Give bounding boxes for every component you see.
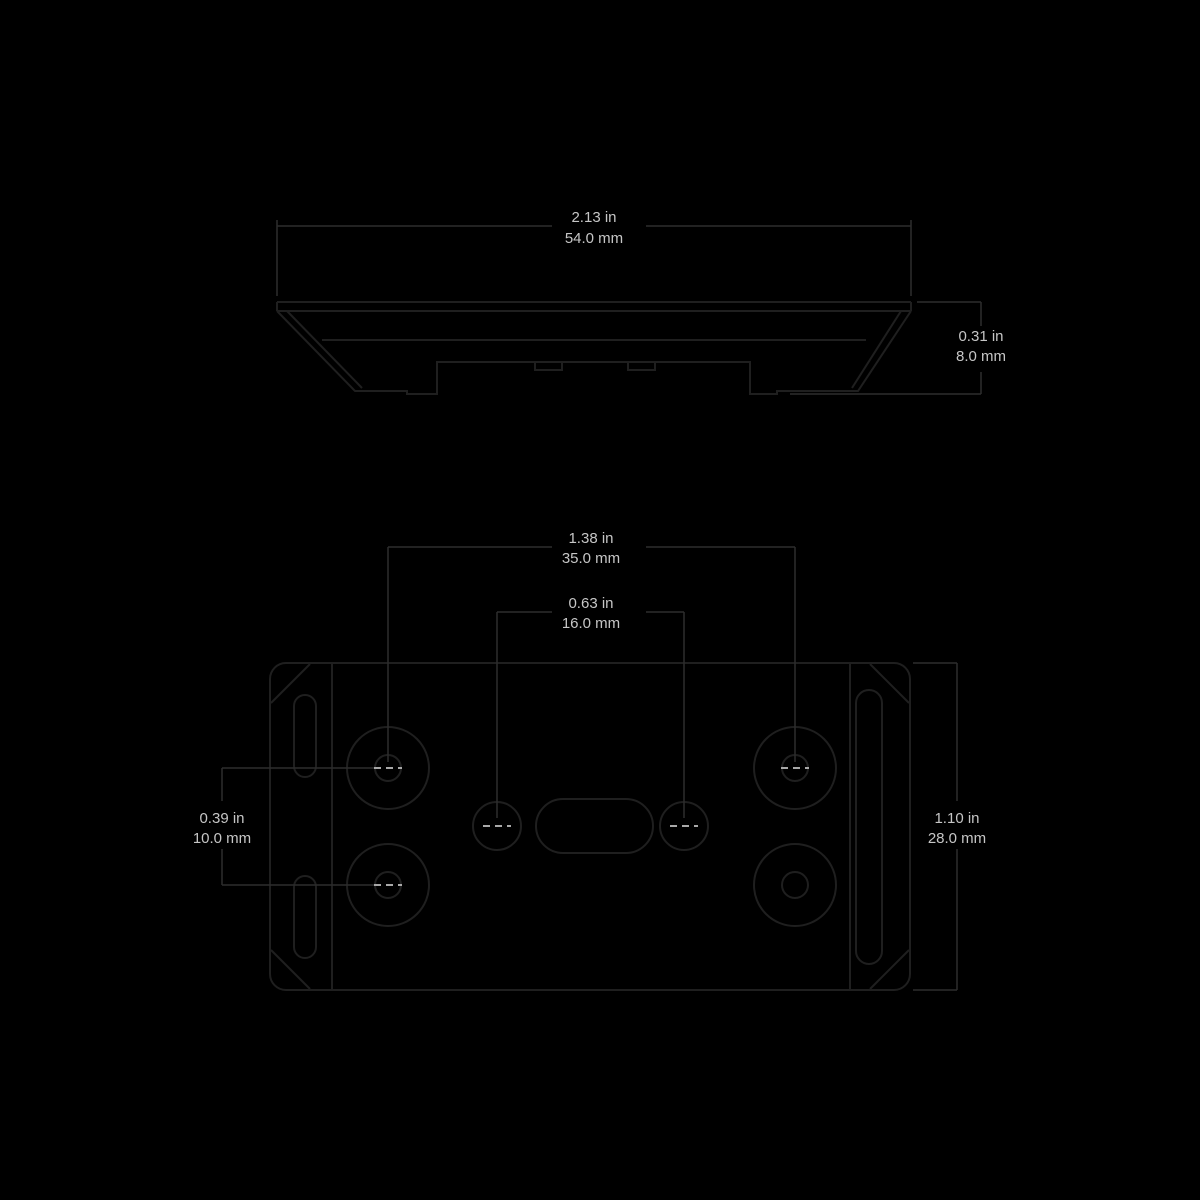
side-view-body-contour [276, 310, 912, 395]
plan-corner-chamfer-tl [270, 663, 311, 704]
dim-holespan-label-metric: 35.0 mm [562, 550, 620, 567]
plan-outline [269, 662, 911, 991]
hole-bottom-right-bore [781, 871, 809, 899]
center-slot [535, 798, 654, 854]
plan-corner-chamfer-br [869, 949, 910, 990]
dimension-labels: 2.13 in 54.0 mm 0.31 in 8.0 mm 1.38 in 3… [193, 209, 1006, 847]
dim-holepitch-label-metric: 10.0 mm [193, 830, 251, 847]
dim-holespan-label-inches: 1.38 in [568, 530, 613, 547]
side-view-inner-chamfer-left [286, 310, 363, 389]
plan-corner-chamfer-bl [270, 949, 311, 990]
dim-height-label-metric: 8.0 mm [956, 348, 1006, 365]
dimension-lines [221, 220, 982, 991]
side-view-tab-right [627, 361, 656, 371]
dim-slotspan-label-inches: 0.63 in [568, 595, 613, 612]
dim-width-label-inches: 2.13 in [571, 209, 616, 226]
plan-view [269, 662, 911, 991]
hole-bottom-right-counterbore [753, 843, 837, 927]
side-view-tab-left [534, 361, 563, 371]
side-view-inner-chamfer-right [851, 310, 902, 389]
plan-left-slot-top [293, 694, 317, 778]
dim-slotspan-label-metric: 16.0 mm [562, 615, 620, 632]
plan-right-slot [855, 689, 883, 965]
dim-depth-label-metric: 28.0 mm [928, 830, 986, 847]
plan-corner-chamfer-tr [869, 663, 910, 704]
plan-left-slot-bottom [293, 875, 317, 959]
dim-depth-label-inches: 1.10 in [934, 810, 979, 827]
dim-height-label-inches: 0.31 in [958, 328, 1003, 345]
center-markers [374, 767, 809, 886]
dim-width-label-metric: 54.0 mm [565, 230, 623, 247]
side-view [276, 301, 912, 395]
dim-holepitch-label-inches: 0.39 in [199, 810, 244, 827]
